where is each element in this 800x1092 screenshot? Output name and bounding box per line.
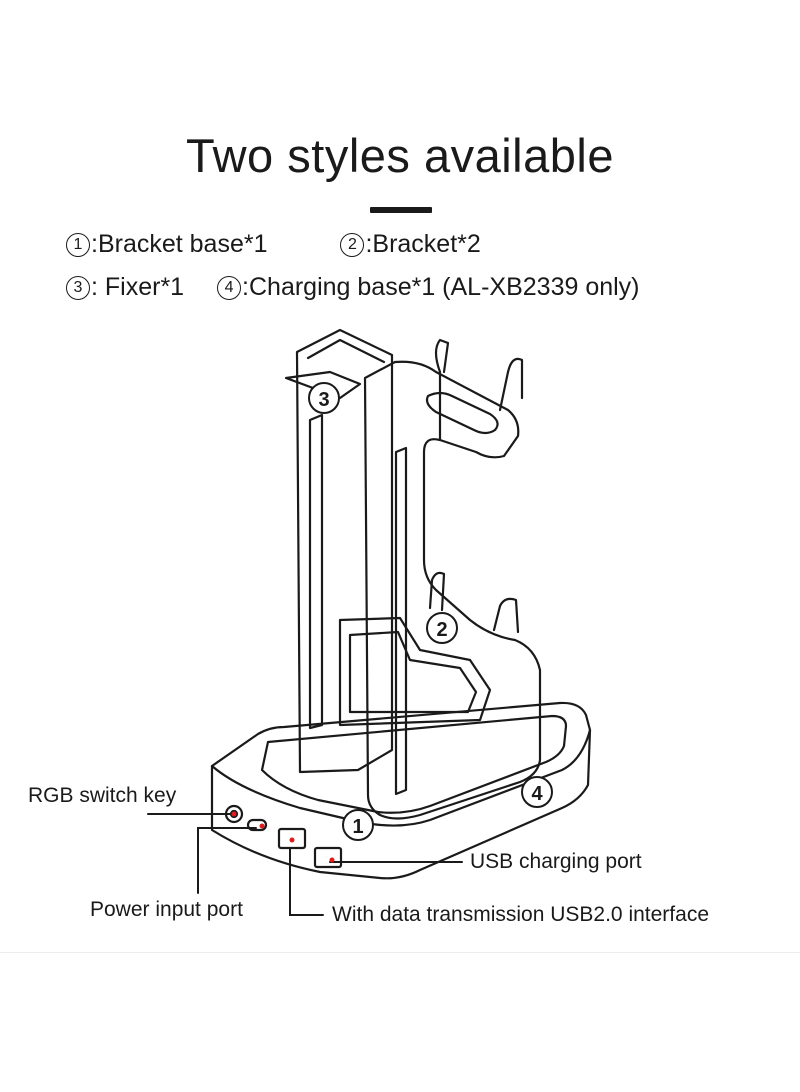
usb-charging-callout: USB charging port [470, 850, 642, 873]
marker-4 [521, 776, 553, 808]
title-underline [370, 207, 432, 213]
legend-item-bracket: 2:Bracket*2 [340, 230, 481, 259]
marker-3 [308, 382, 340, 414]
marker-2-label: 2 [436, 619, 447, 641]
usb-data-leader [289, 847, 324, 916]
page-title: Two styles available [186, 129, 614, 182]
marker-2 [426, 612, 458, 644]
power-port-marker [259, 823, 265, 829]
number-badge: 2 [340, 233, 365, 257]
legend-label: : Fixer*1 [91, 273, 185, 301]
legend-item-bracket-base: 1:Bracket base*1 [66, 230, 268, 259]
marker-1 [342, 809, 374, 841]
usb-c-port-icon [246, 818, 268, 832]
legend-line-2: 3: Fixer*1 4:Charging base*1 (AL-XB2339 … [66, 273, 640, 302]
number-badge: 1 [66, 233, 90, 257]
number-badge: 3 [66, 276, 90, 300]
charging-base-outline [210, 701, 592, 880]
rgb-switch-callout: RGB switch key [28, 784, 177, 807]
legend-item-fixer: 3: Fixer*1 [66, 273, 184, 302]
usb-data-port-icon [277, 827, 307, 850]
legend-label: :Charging base*1 (AL-XB2339 only) [242, 273, 640, 301]
ports [224, 804, 343, 869]
port-highlights [231, 811, 335, 863]
legend-label: :Bracket base*1 [91, 230, 268, 258]
usb-charging-port-marker [329, 857, 335, 863]
front-bracket-outline [363, 338, 542, 820]
number-badge: 4 [217, 276, 242, 300]
usb-charging-port-icon [313, 846, 343, 869]
rear-bracket-outline [295, 328, 492, 774]
bottom-divider [0, 952, 800, 953]
power-input-leader [197, 827, 257, 894]
legend-line-1: 1:Bracket base*1 2:Bracket*2 [66, 230, 481, 259]
marker-4-label: 4 [531, 783, 543, 805]
callout-leaders [147, 813, 463, 916]
marker-1-label: 1 [352, 816, 363, 838]
legend-label: :Bracket*2 [365, 230, 481, 258]
power-input-callout: Power input port [90, 898, 243, 921]
diagram-markers: 3 2 1 4 [308, 382, 553, 841]
marker-3-label: 3 [318, 389, 329, 411]
usb-data-callout: With data transmission USB2.0 interface [332, 903, 709, 926]
usb-data-port-marker [289, 837, 295, 843]
legend-item-charging-base: 4:Charging base*1 (AL-XB2339 only) [217, 273, 640, 302]
rgb-port-marker [231, 811, 237, 817]
